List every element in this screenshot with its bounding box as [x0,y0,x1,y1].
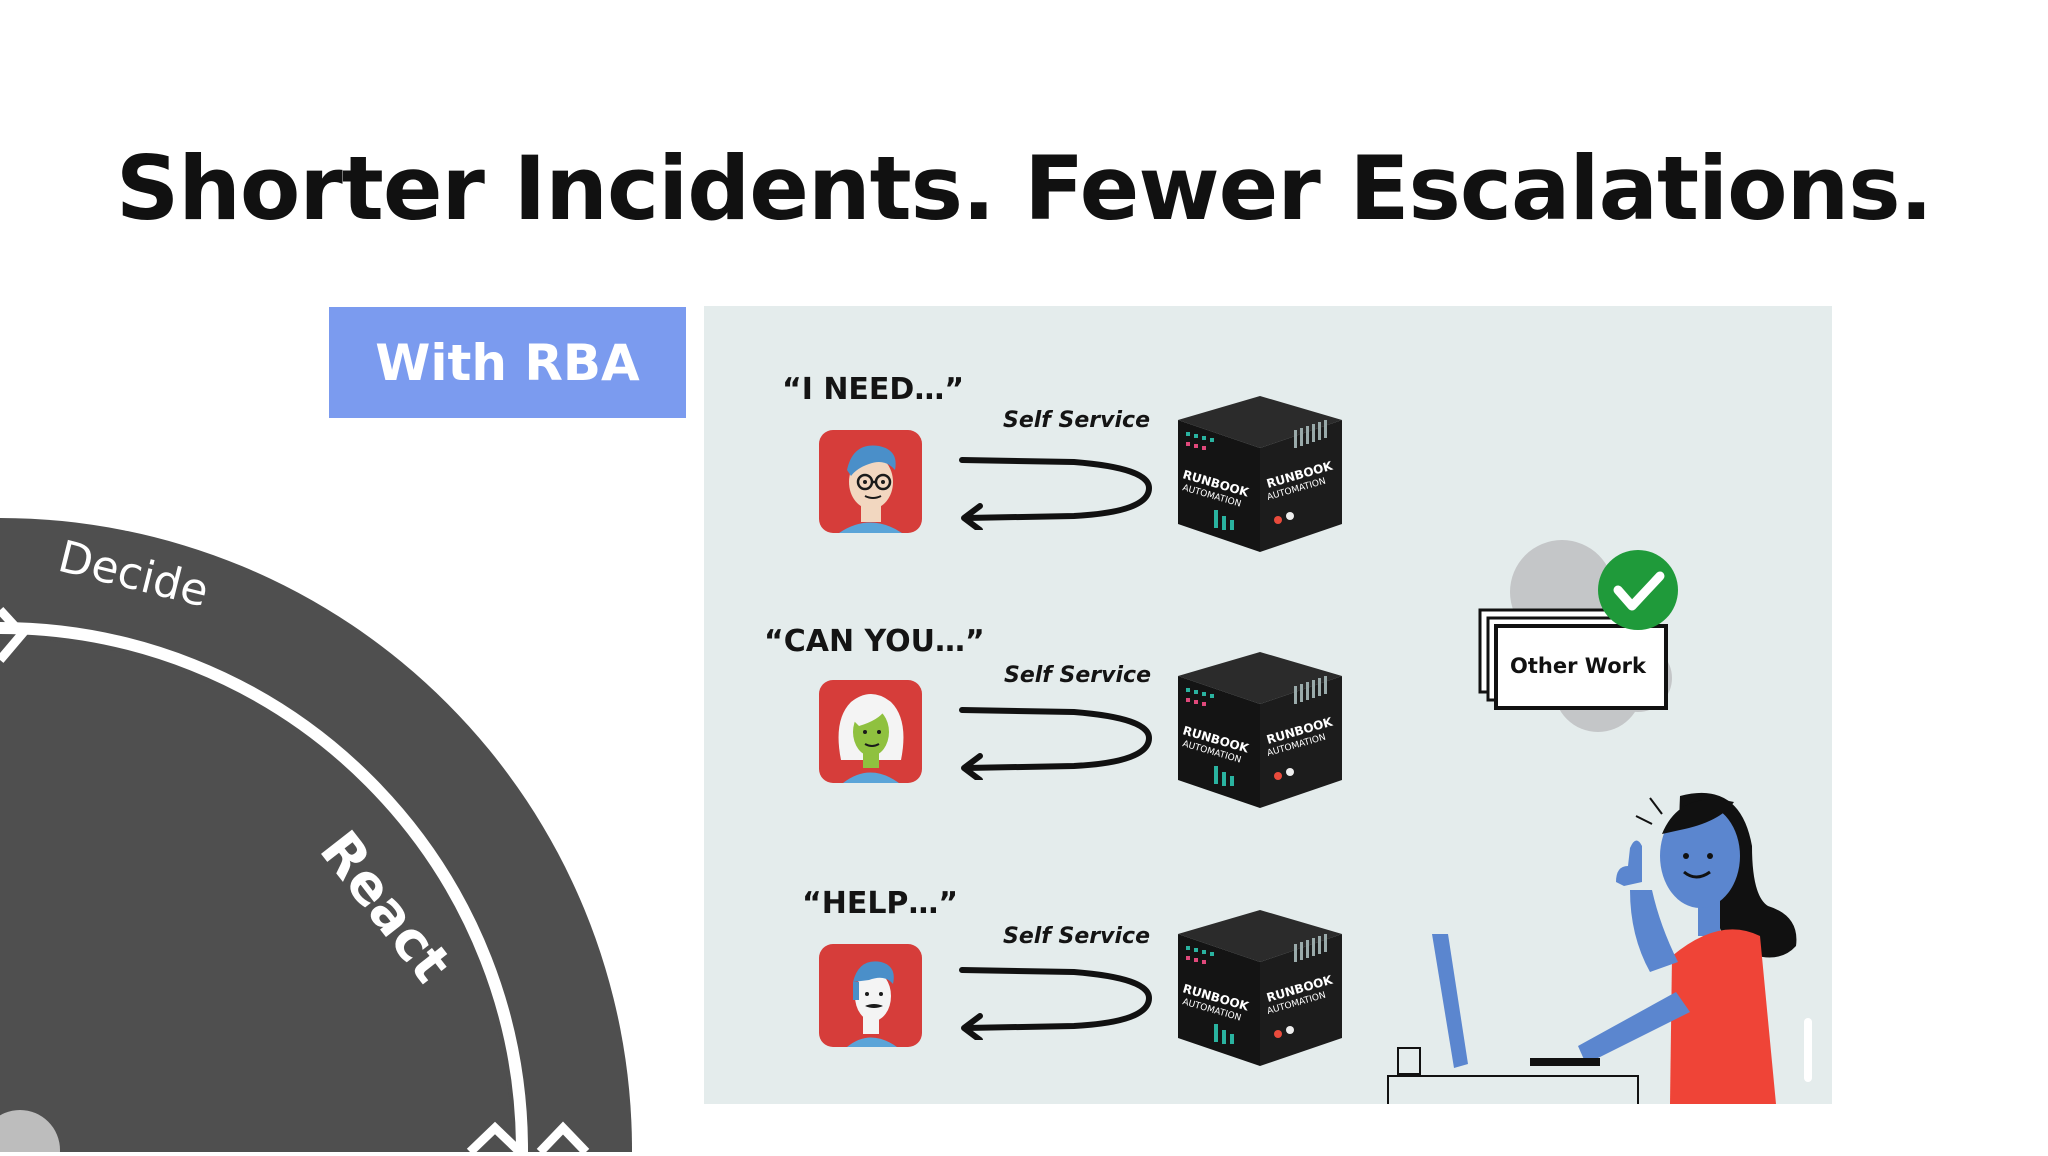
illustration-panel: “I NEED…” Self Service [704,306,1832,1104]
runbook-automation-box: RUNBOOK AUTOMATION RUNBOOK AUTOMATION [1174,906,1346,1068]
man-glasses-icon [819,430,922,533]
loop-arrow-icon [954,960,1164,1040]
self-service-label: Self Service [1003,408,1150,433]
runbook-automation-box: RUNBOOK AUTOMATION RUNBOOK AUTOMATION [1174,648,1346,810]
woman-red-hair-icon [819,680,922,783]
self-service-label: Self Service [1004,663,1151,688]
with-rba-badge: With RBA [329,307,686,418]
page-title: Shorter Incidents. Fewer Escalations. [115,136,1933,240]
checkmark-icon [1598,550,1678,630]
loop-arrow-icon [954,450,1164,530]
self-service-label: Self Service [1003,924,1150,949]
worker-thumbs-up-illustration [1380,786,1832,1104]
cycle-diagram: Decide React [0,510,640,1156]
runbook-automation-box: RUNBOOK AUTOMATION RUNBOOK AUTOMATION [1174,392,1346,554]
man-mustache-icon [819,944,922,1047]
request-quote: “I NEED…” [782,372,965,407]
request-quote: “HELP…” [802,886,959,921]
loop-arrow-icon [954,700,1164,780]
other-work-cloud: Other Work [1476,528,1696,748]
cloud-icon [1478,540,1678,732]
request-quote: “CAN YOU…” [764,624,985,659]
other-work-label: Other Work [1510,654,1646,678]
